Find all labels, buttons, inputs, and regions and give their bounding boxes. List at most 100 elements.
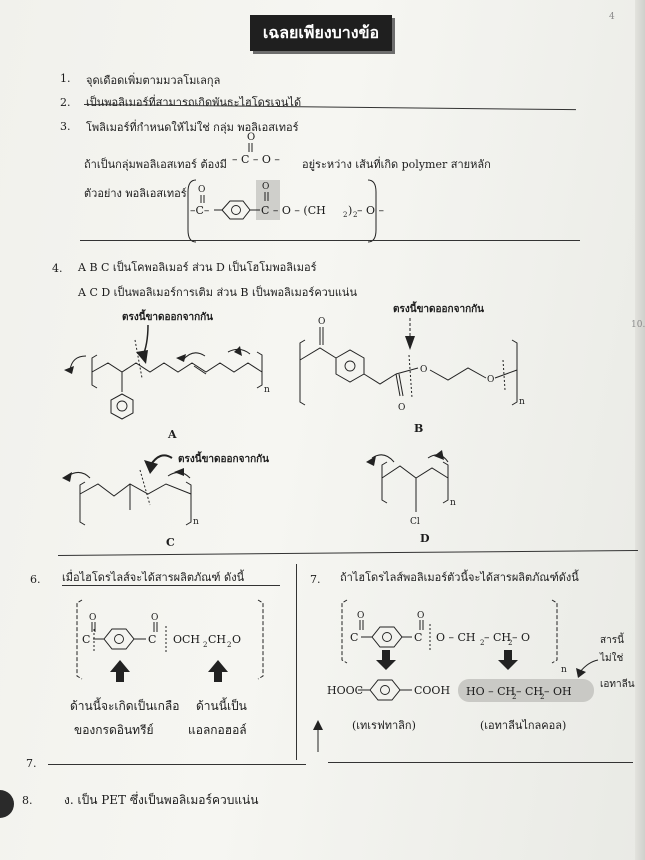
- svg-text:n: n: [519, 397, 525, 407]
- svg-text:O: O: [487, 375, 494, 385]
- svg-text:O: O: [232, 633, 241, 646]
- underline: [62, 585, 280, 586]
- benzene-ring: [110, 393, 134, 420]
- svg-text:–C–: –C–: [190, 204, 210, 217]
- side-note-3: เอทาลีน: [600, 679, 635, 690]
- svg-text:2: 2: [353, 211, 357, 219]
- svg-text:2: 2: [227, 641, 231, 649]
- svg-text:2: 2: [508, 639, 512, 647]
- q4-line-1: A B C เป็นโคพอลิเมอร์ ส่วน D เป็นโฮโมพอล…: [78, 261, 317, 274]
- q6-note-right-2: แอลกอฮอล์: [188, 723, 247, 737]
- glycol-name: (เอทาลีนไกลคอล): [480, 719, 567, 732]
- break-label-a: ตรงนี้ขาดออกจากกัน: [122, 309, 213, 323]
- glycol-highlight: [458, 679, 594, 702]
- svg-text:n: n: [193, 517, 199, 527]
- svg-text:– O: – O: [512, 631, 530, 644]
- q6-note-left-1: ด้านนี้จะเกิดเป็นเกลือ: [70, 699, 180, 713]
- acid-left: HOOC: [327, 684, 363, 697]
- svg-text:2: 2: [512, 693, 516, 701]
- glycol-formula: HO – CH: [466, 685, 515, 698]
- ester-note-cont: อยู่ระหว่าง เส้นที่เกิด polymer สายหลัก: [302, 158, 491, 171]
- question-number: 8.: [22, 794, 33, 807]
- question-number: 4.: [52, 262, 63, 275]
- question-number: 7.: [26, 757, 37, 770]
- svg-text:O: O: [420, 365, 427, 375]
- break-label-b: ตรงนี้ขาดออกจากกัน: [393, 301, 484, 315]
- break-label-c: ตรงนี้ขาดออกจากกัน: [178, 451, 269, 465]
- break-line-a: [134, 339, 143, 379]
- svg-text:O: O: [398, 403, 405, 413]
- answer-number: 1.: [60, 72, 71, 85]
- side-note-1: สารนี้: [600, 635, 624, 646]
- label-a: A: [167, 428, 177, 441]
- carbonyl-o: O: [247, 132, 255, 143]
- svg-text:): ): [348, 204, 352, 217]
- svg-text:– O –: – O –: [357, 204, 385, 217]
- svg-text:2: 2: [343, 211, 347, 219]
- acid-right: COOH: [414, 684, 450, 697]
- svg-text:O: O: [151, 613, 158, 623]
- svg-text:O: O: [198, 185, 205, 195]
- ester-link: – C – O –: [232, 153, 280, 166]
- q6-formula: O C O C OCH 2 CH 2 O: [76, 599, 264, 682]
- svg-text:C: C: [82, 633, 90, 646]
- answer-number: 2.: [60, 96, 71, 109]
- label-d: D: [420, 532, 430, 545]
- svg-text:n: n: [264, 385, 270, 395]
- question-number: 7.: [310, 573, 321, 586]
- svg-text:OCH: OCH: [173, 633, 200, 646]
- structure-diagrams: ตรงนี้ขาดออกจากกัน n A ตรงนี้ขาดออกจากกั…: [62, 301, 525, 549]
- svg-text:Cl: Cl: [410, 517, 420, 527]
- answer-line: [48, 764, 306, 765]
- benzene-ring: [371, 626, 403, 648]
- svg-text:O: O: [262, 182, 269, 192]
- svg-text:– OH: – OH: [544, 685, 572, 698]
- ester-note: ถ้าเป็นกลุ่มพอลิเอสเทอร์ ต้องมี: [84, 158, 227, 171]
- answer-text: โพลิเมอร์ที่กำหนดให้ไม่ใช่ กลุ่ม พอลิเอส…: [86, 121, 299, 134]
- q4-line-2: A C D เป็นพอลิเมอร์การเติม ส่วน B เป็นพอ…: [78, 286, 357, 299]
- q7-title: ถ้าไฮโดรไลส์พอลิเมอร์ตัวนี้จะได้สารผลิตภ…: [340, 571, 579, 584]
- svg-text:2: 2: [480, 639, 484, 647]
- label-c: C: [166, 536, 175, 549]
- svg-text:O: O: [417, 611, 424, 621]
- question-number: 6.: [30, 573, 41, 586]
- answer-number: 3.: [60, 120, 71, 133]
- svg-text:CH: CH: [208, 633, 226, 646]
- svg-text:O: O: [318, 317, 325, 327]
- polyester-example: O –C– O C – O – (CH 2 ) 2 – O –: [187, 179, 385, 243]
- svg-text:O: O: [89, 613, 96, 623]
- answer-line: [328, 762, 633, 763]
- svg-text:C: C: [414, 631, 422, 644]
- svg-text:– CH: – CH: [516, 685, 543, 698]
- page-title: เฉลยเพียงบางข้อ: [250, 15, 392, 51]
- svg-text:C: C: [350, 631, 358, 644]
- margin-number-side: 10.: [631, 320, 645, 330]
- benzene-ring: [369, 679, 401, 701]
- q7-formula: O C O C O – CH 2 – CH 2 – O n HOOC COOH …: [313, 599, 599, 752]
- svg-text:n: n: [561, 665, 567, 675]
- svg-text:2: 2: [203, 641, 207, 649]
- label-b: B: [414, 422, 423, 435]
- margin-number: 4: [609, 12, 615, 22]
- example-label: ตัวอย่าง พอลิเอสเทอร์: [84, 187, 187, 200]
- svg-text:– CH: – CH: [484, 631, 511, 644]
- polyester-mid: C – O – (CH: [261, 204, 326, 217]
- svg-text:2: 2: [540, 693, 544, 701]
- svg-text:C: C: [148, 633, 156, 646]
- side-note-2: ไม่ใช่: [600, 653, 624, 664]
- divider: [80, 240, 580, 241]
- answer-text: จุดเดือดเพิ่มตามมวลโมเลกุล: [86, 74, 221, 87]
- answer-text: เป็นพอลิเมอร์ที่สามารถเกิดพันธะไฮโดรเจนไ…: [86, 96, 302, 109]
- svg-text:n: n: [450, 498, 456, 508]
- ester-link-formula: O – C – O –: [232, 132, 280, 166]
- binder-hole: [0, 790, 14, 818]
- q6-title: เมื่อไฮโดรไลส์จะได้สารผลิตภัณฑ์ ดังนี้: [62, 571, 245, 584]
- q6-note-left-2: ของกรดอินทรีย์: [74, 723, 154, 737]
- answer-8: ง. เป็น PET ซึ่งเป็นพอลิเมอร์ควบแน่น: [64, 793, 259, 807]
- column-divider: [296, 564, 297, 760]
- svg-text:O – CH: O – CH: [436, 631, 476, 644]
- q6-note-right-1: ด้านนี้เป็น: [196, 699, 247, 713]
- acid-name: (เทเรฟทาลิก): [352, 719, 416, 732]
- svg-text:O: O: [357, 611, 364, 621]
